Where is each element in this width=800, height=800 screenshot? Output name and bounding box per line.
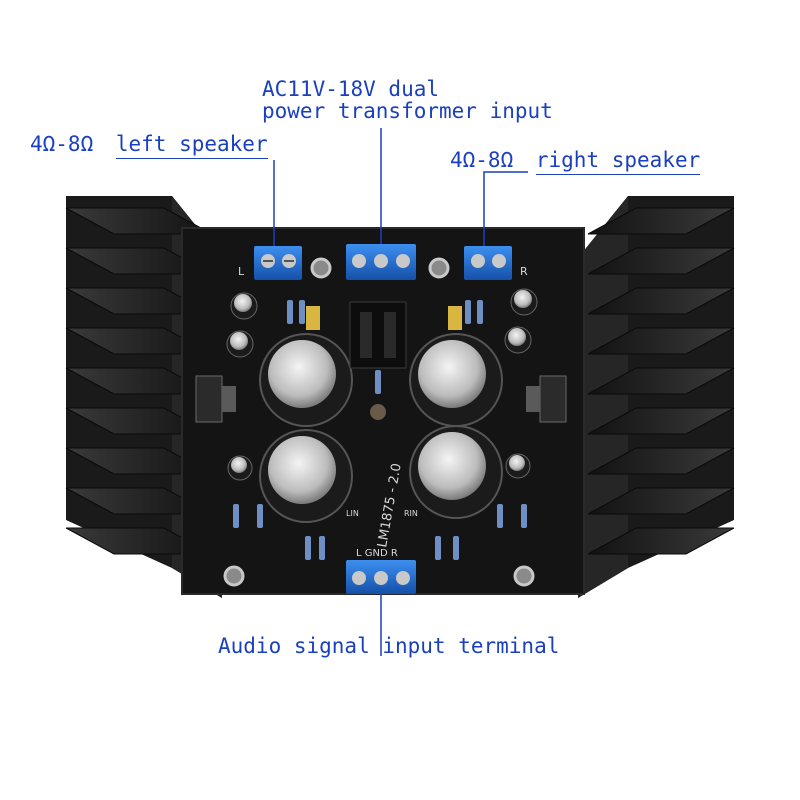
resistor <box>465 300 471 324</box>
left-speaker-ohm: 4Ω-8Ω <box>30 132 94 156</box>
amplifier-chips <box>195 375 567 423</box>
transformer-line-2: power transformer input <box>262 99 553 124</box>
leader-lines <box>273 128 528 656</box>
resistor <box>299 300 305 324</box>
resistor <box>257 504 263 528</box>
right-heatsink-fin <box>587 327 735 355</box>
left-speaker-text: left speaker <box>115 132 268 159</box>
right-heatsink-fin <box>587 247 735 275</box>
right-heatsink-fin <box>587 207 735 235</box>
resistor <box>375 370 381 394</box>
resistor <box>233 504 239 528</box>
right-heatsink-fin <box>587 407 735 435</box>
resistor <box>477 300 483 324</box>
audio-input-terminal <box>346 560 416 594</box>
board-left-channel: L <box>238 265 245 278</box>
filter-capacitors <box>259 333 503 523</box>
right-speaker-leader <box>483 171 528 246</box>
audio-input-label: Audio signal input terminal <box>218 634 560 658</box>
film-capacitors <box>306 306 462 330</box>
board-input-terminal: L GND R <box>356 548 398 559</box>
resistor <box>287 300 293 324</box>
right-heatsink <box>578 196 735 598</box>
right-speaker-label: 4Ω-8Ω right speaker <box>450 148 701 175</box>
right-heatsink-fin <box>587 367 735 395</box>
resistors <box>233 300 527 560</box>
left-speaker-label: 4Ω-8Ω left speaker <box>30 132 268 159</box>
board-input-right: RIN <box>404 509 418 518</box>
small-capacitors <box>226 288 538 481</box>
right-heatsink-fin <box>587 487 735 515</box>
resistor <box>497 504 503 528</box>
board-input-left: LIN <box>346 509 359 518</box>
resistor <box>435 536 441 560</box>
resistor <box>453 536 459 560</box>
mounting-holes <box>223 257 535 587</box>
rectifier-bridge <box>349 301 407 420</box>
right-heatsink-fin <box>587 287 735 315</box>
right-speaker-ohm: 4Ω-8Ω <box>450 148 514 172</box>
right-heatsink-fin <box>587 447 735 475</box>
right-speaker-terminal <box>464 246 512 280</box>
resistor <box>319 536 325 560</box>
left-speaker-terminal <box>254 246 302 280</box>
power-input-terminal <box>346 244 416 280</box>
resistor <box>305 536 311 560</box>
resistor <box>521 504 527 528</box>
right-speaker-text: right speaker <box>535 148 701 175</box>
transformer-label: AC11V-18V dual power transformer input <box>262 78 553 122</box>
transformer-line-1: AC11V-18V dual <box>262 77 440 101</box>
right-heatsink-fin <box>587 527 735 555</box>
board-right-channel: R <box>520 265 528 278</box>
